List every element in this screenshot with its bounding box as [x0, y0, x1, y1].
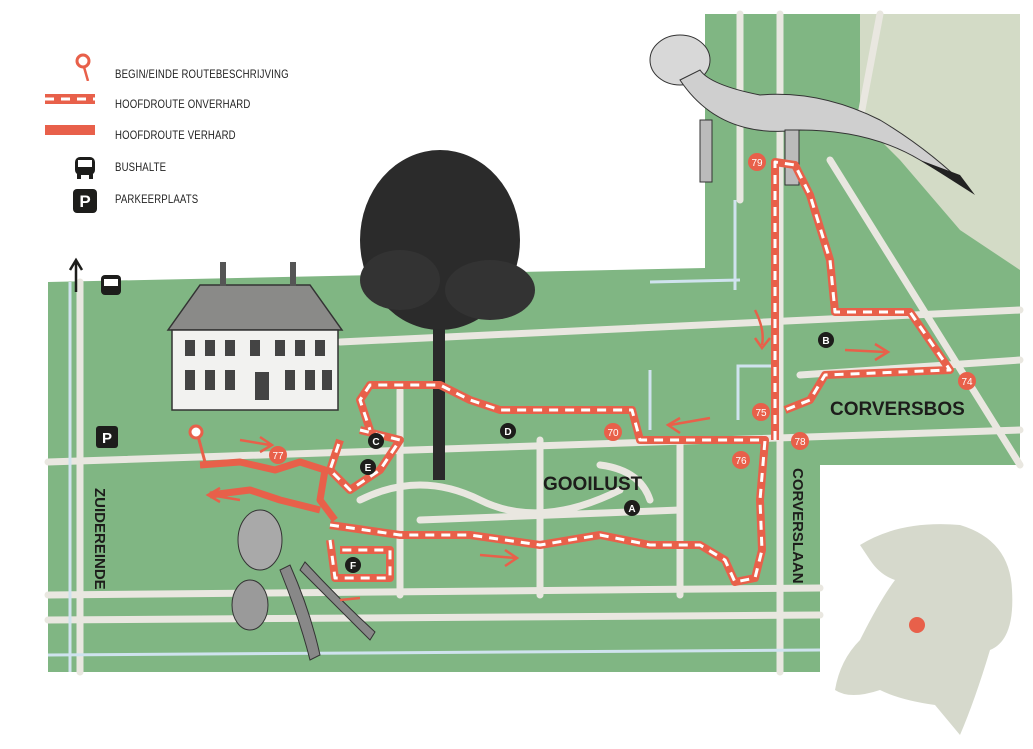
waterways	[47, 200, 821, 672]
netherlands-inset-map	[835, 524, 1013, 735]
junction-78[interactable]: 78	[791, 432, 809, 450]
svg-text:C: C	[372, 437, 379, 448]
junction-77[interactable]: 77	[269, 446, 287, 464]
point-b[interactable]: B	[818, 332, 834, 348]
street-label-zuidereinde: ZUIDEREINDE	[91, 488, 108, 590]
point-f[interactable]: F	[345, 557, 361, 573]
svg-text:74: 74	[961, 377, 973, 388]
beans-illustration	[231, 509, 376, 661]
svg-text:75: 75	[755, 408, 767, 419]
solid-route-icon	[45, 125, 95, 135]
direction-arrows	[205, 309, 891, 602]
junction-markers: 77 70 76 75 78 79 74	[269, 153, 976, 469]
svg-text:D: D	[504, 427, 511, 438]
area-label-gooilust: GOOILUST	[543, 474, 643, 495]
svg-text:78: 78	[794, 437, 806, 448]
svg-text:77: 77	[272, 451, 284, 462]
point-a[interactable]: A	[624, 500, 640, 516]
junction-75[interactable]: 75	[752, 403, 770, 421]
area-label-corversbos: CORVERSBOS	[830, 399, 965, 420]
svg-text:E: E	[365, 463, 372, 474]
parking-icon: P	[73, 189, 97, 213]
svg-text:70: 70	[607, 428, 619, 439]
svg-text:79: 79	[751, 158, 763, 169]
svg-text:A: A	[628, 504, 635, 515]
point-markers: A B C D E F	[345, 332, 834, 573]
route-dashed	[326, 158, 954, 586]
point-e[interactable]: E	[360, 459, 376, 475]
bus-stop-marker[interactable]	[68, 257, 121, 295]
urban-area	[860, 14, 1020, 270]
tree-illustration	[360, 150, 535, 480]
svg-text:P: P	[102, 430, 112, 447]
svg-text:P: P	[79, 192, 90, 211]
manor-house-illustration	[166, 262, 344, 411]
junction-74[interactable]: 74	[958, 372, 976, 390]
location-dot	[909, 617, 925, 633]
junction-79[interactable]: 79	[748, 153, 766, 171]
dashed-route-icon	[45, 94, 95, 104]
junction-76[interactable]: 76	[732, 451, 750, 469]
bus-icon	[75, 157, 95, 179]
street-label-corverslaan: CORVERSLAAN	[789, 468, 806, 584]
parking-marker[interactable]: P	[96, 426, 118, 448]
point-d[interactable]: D	[500, 423, 516, 439]
stoat-illustration	[649, 34, 975, 195]
svg-text:B: B	[822, 336, 829, 347]
point-c[interactable]: C	[368, 433, 384, 449]
svg-text:76: 76	[735, 456, 747, 467]
svg-text:F: F	[350, 561, 356, 572]
route-start-pin-icon	[75, 53, 91, 81]
route-start-pin[interactable]	[188, 424, 207, 463]
route-solid	[199, 458, 338, 523]
junction-70[interactable]: 70	[604, 423, 622, 441]
